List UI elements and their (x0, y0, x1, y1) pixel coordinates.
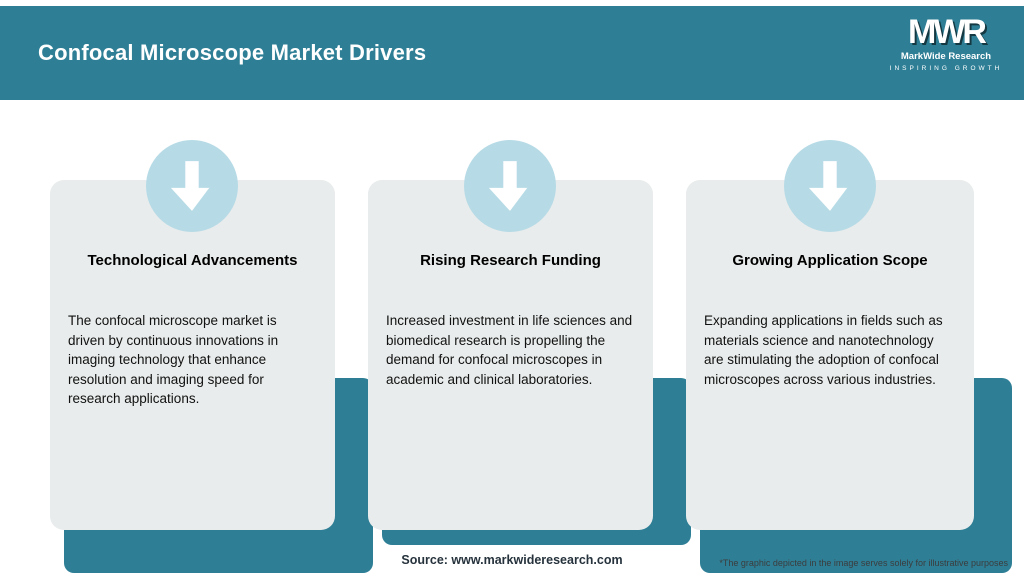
down-arrow-icon (488, 161, 528, 211)
card-body: Expanding applications in fields such as… (704, 313, 943, 387)
card-title: Technological Advancements (87, 252, 298, 269)
page-title: Confocal Microscope Market Drivers (38, 40, 427, 65)
down-arrow-badge (784, 140, 876, 232)
down-arrow-icon (808, 161, 848, 211)
header-bar: Confocal Microscope Market Drivers MWR M… (0, 6, 1024, 100)
markwide-logo: MWR MarkWide Research INSPIRING GROWTH (886, 13, 1006, 72)
logo-company-name: MarkWide Research (900, 51, 992, 63)
down-arrow-icon (170, 161, 210, 211)
driver-card-growing-application-scope: Growing Application Scope Expanding appl… (686, 180, 974, 530)
logo-tagline: INSPIRING GROWTH (889, 64, 1003, 72)
down-arrow-badge (146, 140, 238, 232)
card-title: Rising Research Funding (420, 252, 601, 269)
disclaimer-note: *The graphic depicted in the image serve… (719, 558, 1008, 568)
down-arrow-badge (464, 140, 556, 232)
driver-card-technological-advancements: Technological Advancements The confocal … (50, 180, 335, 530)
driver-card-rising-research-funding: Rising Research Funding Increased invest… (368, 180, 653, 530)
source-credit: Source: www.markwideresearch.com (401, 553, 623, 567)
card-title: Growing Application Scope (732, 252, 928, 269)
logo-acronym: MWR (908, 13, 987, 51)
card-body: Increased investment in life sciences an… (386, 313, 633, 387)
card-body: The confocal microscope market is driven… (68, 313, 279, 407)
